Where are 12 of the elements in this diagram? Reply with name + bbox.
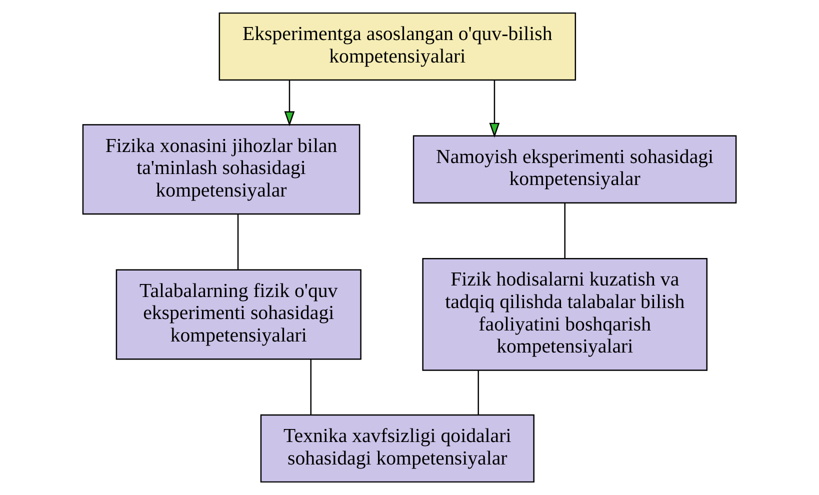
node-box: Talabalarning fizik o'quv eksperimenti sohasidagi kompetensiyalari <box>116 269 362 360</box>
node-box: Fizika xonasini jihozlar bilan ta'minlash sohasidagi kompetensiyalar <box>82 124 360 215</box>
arrow <box>489 80 500 138</box>
node-box: Namoyish eksperimenti sohasidagi kompetensiyalar <box>412 135 737 204</box>
connector <box>237 214 239 270</box>
arrow <box>284 80 295 126</box>
connector <box>564 203 566 258</box>
connector <box>478 370 479 415</box>
node-box: Eksperimentga asoslangan o'quv-bilish kompetensiyalari <box>218 12 576 81</box>
node-box: Texnika xavfsizligi qoidalari sohasidagi kompetensiyalar <box>260 414 534 483</box>
connector <box>310 359 312 415</box>
node-box: Fizik hodisalarni kuzatish va tadqiq qilishda talabalar bilish faoliyatini boshqarish kompetensiyalari <box>422 258 708 371</box>
